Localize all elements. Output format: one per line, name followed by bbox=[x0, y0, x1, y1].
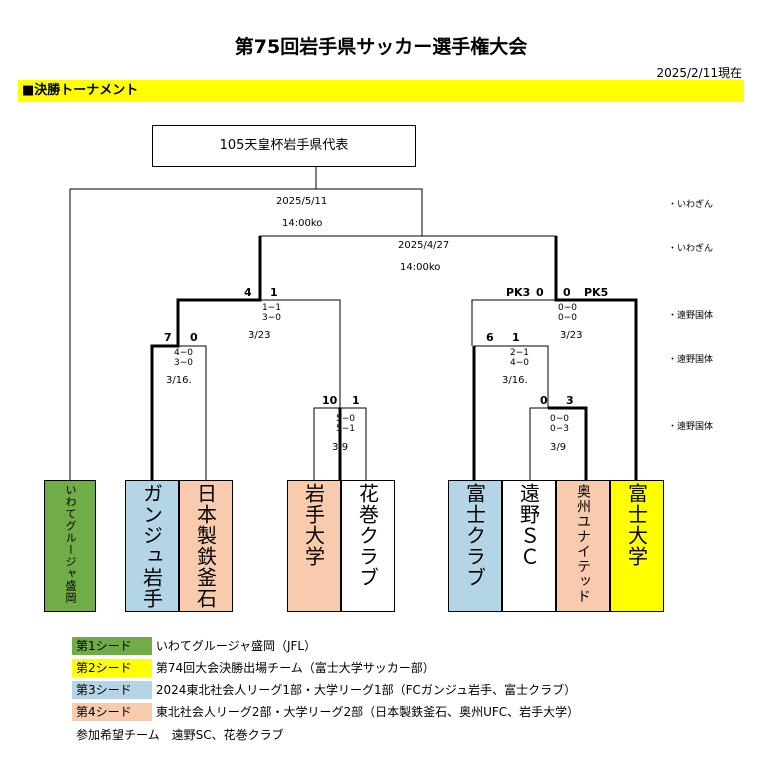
team-fuji-university: 富士大学 bbox=[610, 480, 664, 612]
team-oshu-united: 奥州ユナイテッド bbox=[556, 480, 610, 612]
champion-box: 105天皇杯岩手県代表 bbox=[152, 125, 416, 167]
seed-label: 第2シード bbox=[72, 659, 152, 677]
r1b-detail1: 2−1 bbox=[510, 348, 529, 358]
seed-text: 2024東北社会人リーグ1部・大学リーグ1部（FCガンジュ岩手、富士クラブ） bbox=[155, 683, 577, 697]
venue-semi: ・いわぎん bbox=[668, 244, 714, 254]
r0a-score-left: 10 bbox=[322, 394, 338, 407]
final-date: 2025/5/11 bbox=[276, 196, 328, 207]
final-time: 14:00ko bbox=[282, 218, 323, 229]
legend-seed-2: 第2シード 第74回大会決勝出場チーム（富士大学サッカー部） bbox=[72, 659, 435, 677]
team-hanamaki-club: 花巻クラブ bbox=[341, 480, 395, 612]
qf-right-detail1: 0−0 bbox=[558, 303, 577, 313]
r1a-score-right: 0 bbox=[190, 331, 198, 344]
section-header: ■決勝トーナメント bbox=[18, 80, 744, 102]
team-tono-sc: 遠野ＳＣ bbox=[502, 480, 556, 612]
qf-left-detail1: 1−1 bbox=[262, 303, 281, 313]
r1a-detail1: 4−0 bbox=[174, 348, 193, 358]
semi-time: 14:00ko bbox=[400, 262, 441, 273]
r0b-score-right: 3 bbox=[566, 394, 574, 407]
legend-seed-4: 第4シード 東北社会人リーグ2部・大学リーグ2部（日本製鉄釜石、奥州UFC、岩手… bbox=[72, 703, 579, 721]
r0a-detail1: 5−0 bbox=[336, 414, 355, 424]
team-iwate-university: 岩手大学 bbox=[287, 480, 341, 612]
as-of-date: 2025/2/11現在 bbox=[656, 66, 742, 80]
seed-label: 第3シード bbox=[72, 681, 152, 699]
r0b-detail2: 0−3 bbox=[550, 424, 569, 434]
semi-date: 2025/4/27 bbox=[398, 240, 450, 251]
team-nippon-steel-kamaishi: 日本製鉄釜石 bbox=[179, 480, 233, 612]
team-fuji-club: 富士クラブ bbox=[448, 480, 502, 612]
qf-right-pk-right: PK5 bbox=[584, 286, 609, 299]
qf-left-detail2: 3−0 bbox=[262, 313, 281, 323]
r1b-score-left: 6 bbox=[486, 331, 494, 344]
seed-label: 第1シード bbox=[72, 637, 152, 655]
seed-text: 東北社会人リーグ2部・大学リーグ2部（日本製鉄釜石、奥州UFC、岩手大学） bbox=[155, 705, 580, 719]
r1b-date: 3/16. bbox=[502, 375, 528, 386]
r0b-date: 3/9 bbox=[550, 442, 567, 453]
team-ganju-iwate: ガンジュ岩手 bbox=[125, 480, 179, 612]
r0b-score-left: 0 bbox=[540, 394, 548, 407]
qf-right-score-right: 0 bbox=[563, 286, 571, 299]
venue-final: ・いわぎん bbox=[668, 200, 714, 210]
r0a-detail2: 5−1 bbox=[336, 424, 355, 434]
seed-text: 第74回大会決勝出場チーム（富士大学サッカー部） bbox=[155, 661, 435, 675]
r0b-detail1: 0−0 bbox=[550, 414, 569, 424]
qf-left-score-right: 1 bbox=[270, 286, 278, 299]
r1b-detail2: 4−0 bbox=[510, 358, 529, 368]
qf-right-score-left: 0 bbox=[536, 286, 544, 299]
r0a-date: 3/9 bbox=[332, 442, 349, 453]
r1b-score-right: 1 bbox=[512, 331, 520, 344]
qf-right-date: 3/23 bbox=[560, 330, 583, 341]
legend-seed-1: 第1シード いわてグルージャ盛岡（JFL） bbox=[72, 637, 316, 655]
seed-text: いわてグルージャ盛岡（JFL） bbox=[155, 639, 317, 653]
r0a-score-right: 1 bbox=[352, 394, 360, 407]
qf-right-pk-left: PK3 bbox=[506, 286, 531, 299]
legend-seed-3: 第3シード 2024東北社会人リーグ1部・大学リーグ1部（FCガンジュ岩手、富士… bbox=[72, 681, 576, 699]
venue-qf: ・遠野国体 bbox=[668, 311, 714, 321]
team-iwate-grulla: いわてグルージャ盛岡 bbox=[44, 480, 96, 612]
page-title: 第75回岩手県サッカー選手権大会 bbox=[234, 36, 528, 58]
r1a-score-left: 7 bbox=[164, 331, 172, 344]
r1a-detail2: 3−0 bbox=[174, 358, 193, 368]
qf-right-detail2: 0−0 bbox=[558, 313, 577, 323]
r1a-date: 3/16. bbox=[166, 375, 192, 386]
participants-note: 参加希望チーム 遠野SC、花巻クラブ bbox=[76, 728, 284, 742]
qf-left-score-left: 4 bbox=[244, 286, 252, 299]
venue-r0: ・遠野国体 bbox=[668, 422, 714, 432]
venue-r1: ・遠野国体 bbox=[668, 355, 714, 365]
seed-label: 第4シード bbox=[72, 703, 152, 721]
qf-left-date: 3/23 bbox=[248, 330, 271, 341]
